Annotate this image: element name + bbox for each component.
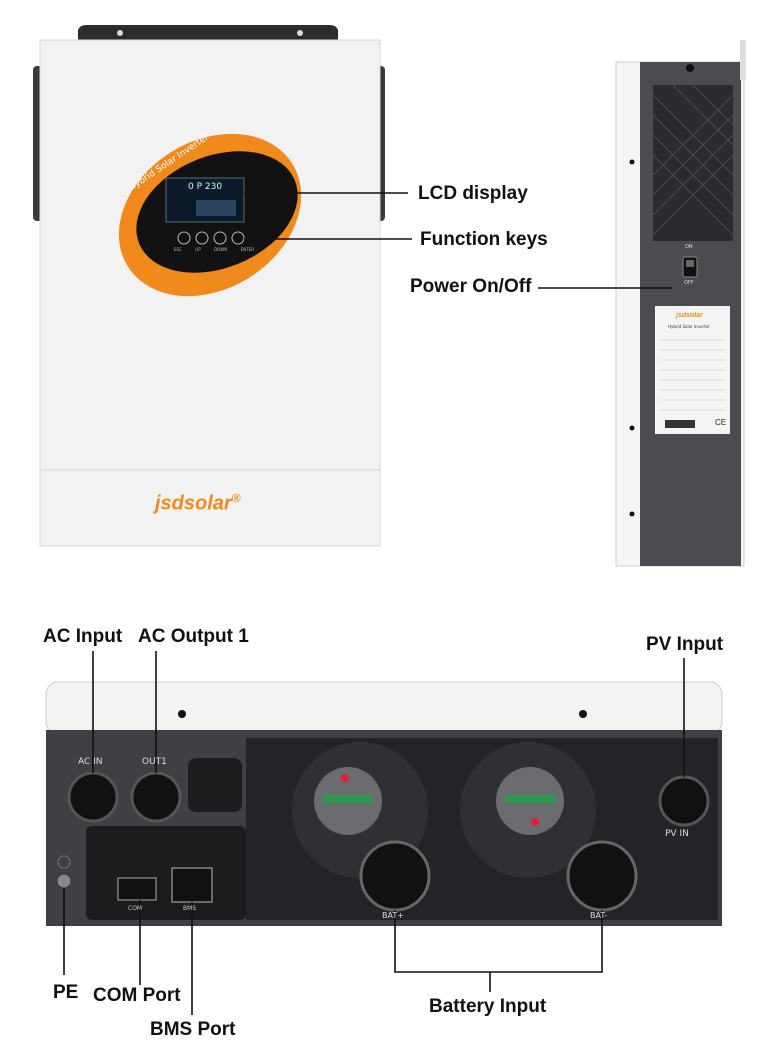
ce-mark: CE xyxy=(715,418,727,427)
key-esc-label: ESC xyxy=(174,247,182,252)
brand-logo: jsdsolar® xyxy=(155,491,241,516)
callout-function-keys: Function keys xyxy=(420,229,548,250)
spec-label-title: Hybrid Solar Inverter xyxy=(668,324,710,329)
bat-minus-label: BAT- xyxy=(590,911,608,920)
callout-com-port: COM Port xyxy=(93,985,181,1006)
callout-bms-port: BMS Port xyxy=(150,1019,236,1040)
pv-in-gland xyxy=(658,775,710,827)
callout-battery-input: Battery Input xyxy=(429,996,547,1017)
spec-label-brand: jsdsolar xyxy=(676,312,703,319)
ac-in-label: AC IN xyxy=(78,757,103,767)
switch-off-label: OFF xyxy=(684,280,694,286)
callout-ac-input: AC Input xyxy=(43,626,123,647)
bat-plus-gland xyxy=(359,840,431,912)
bat-plus-label: BAT+ xyxy=(382,911,404,920)
brand-name: jsdsolar xyxy=(155,492,232,515)
bms-port-label: BMS xyxy=(183,905,197,912)
port-panel xyxy=(86,826,246,920)
mounting-bracket xyxy=(78,25,338,42)
key-down-label: DOWN xyxy=(214,247,228,252)
callout-lcd-display: LCD display xyxy=(418,183,528,204)
side-vent xyxy=(653,85,733,241)
lcd-reading: 0 P 230 xyxy=(188,182,223,192)
usb-port xyxy=(117,877,157,901)
switch-on-label: ON xyxy=(685,244,693,250)
bat-minus-gland xyxy=(566,840,638,912)
key-up-label: UP xyxy=(195,247,201,252)
function-key-labels: ESC UP DOWN ENTER xyxy=(174,247,254,252)
rj45-port xyxy=(171,867,213,903)
ac-in-gland xyxy=(67,771,119,823)
callout-ac-output1: AC Output 1 xyxy=(138,626,249,647)
key-enter-label: ENTER xyxy=(240,247,254,252)
function-keys xyxy=(177,231,245,245)
pe-terminal xyxy=(56,873,72,889)
callout-pv-input: PV Input xyxy=(646,634,724,655)
pv-in-label: PV IN xyxy=(665,829,689,839)
callout-power-onoff: Power On/Off xyxy=(410,276,532,297)
out1-gland xyxy=(130,771,182,823)
out1-label: OUT1 xyxy=(142,757,167,767)
brand-registered-mark: ® xyxy=(231,491,241,505)
callout-pe: PE xyxy=(53,982,79,1003)
com-port-label: COM xyxy=(128,905,143,912)
